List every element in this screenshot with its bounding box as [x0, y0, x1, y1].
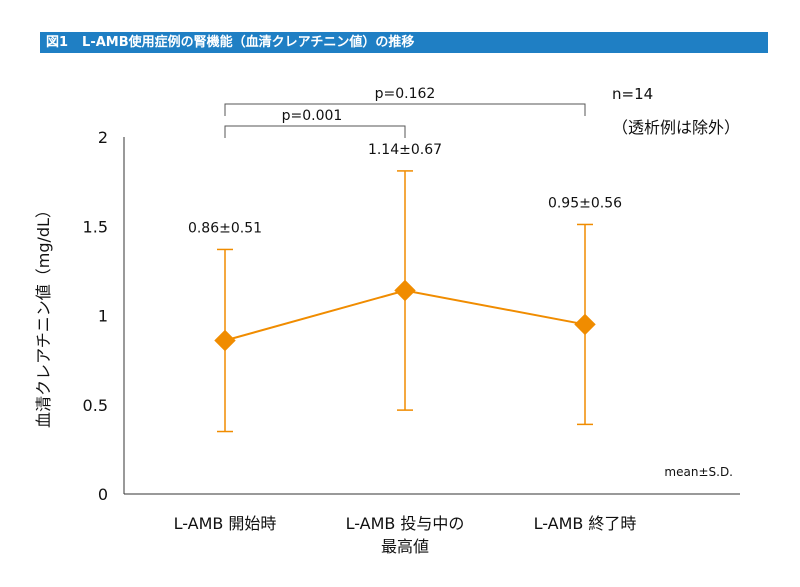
figure-title: L-AMB使用症例の腎機能（血清クレアチニン値）の推移 — [82, 35, 415, 50]
y-tick-label: 1.5 — [83, 217, 108, 236]
comparison-brackets: p=0.001 p=0.162 — [224, 86, 586, 138]
statistic-note: mean±S.D. — [664, 465, 733, 479]
y-tick-label: 2 — [98, 128, 108, 147]
significance-bracket — [224, 103, 586, 116]
sample-size-label: n=14 — [612, 85, 653, 103]
y-tick-label: 1 — [98, 307, 108, 326]
y-axis-label: 血清クレアチニン値（mg/dL） — [34, 202, 53, 428]
data-point-marker — [394, 279, 416, 302]
figure-header-bar: 図1 L-AMB使用症例の腎機能（血清クレアチニン値）の推移 — [40, 32, 768, 53]
figure-number: 図1 — [46, 35, 69, 50]
dialysis-exclusion-note: （透析例は除外） — [612, 118, 740, 137]
data-point-marker — [574, 313, 596, 336]
data-value-label: 1.14±0.67 — [368, 142, 442, 158]
x-category-label: L-AMB 終了時 — [534, 514, 637, 533]
p-value-label: p=0.001 — [282, 108, 343, 124]
y-tick-label: 0.5 — [83, 396, 108, 415]
x-category-label: L-AMB 開始時 — [174, 514, 277, 533]
x-category-label: L-AMB 投与中の — [346, 514, 465, 533]
y-tick-label: 0 — [98, 485, 108, 504]
data-point-marker — [214, 329, 236, 352]
x-category-label: 最高値 — [381, 537, 429, 556]
p-value-label: p=0.162 — [375, 86, 436, 102]
data-value-label: 0.95±0.56 — [548, 195, 622, 211]
plot-area: 0.86±0.51 1.14±0.67 0.95±0.56 — [188, 142, 622, 433]
data-value-label: 0.86±0.51 — [188, 220, 262, 236]
significance-bracket — [224, 125, 406, 138]
